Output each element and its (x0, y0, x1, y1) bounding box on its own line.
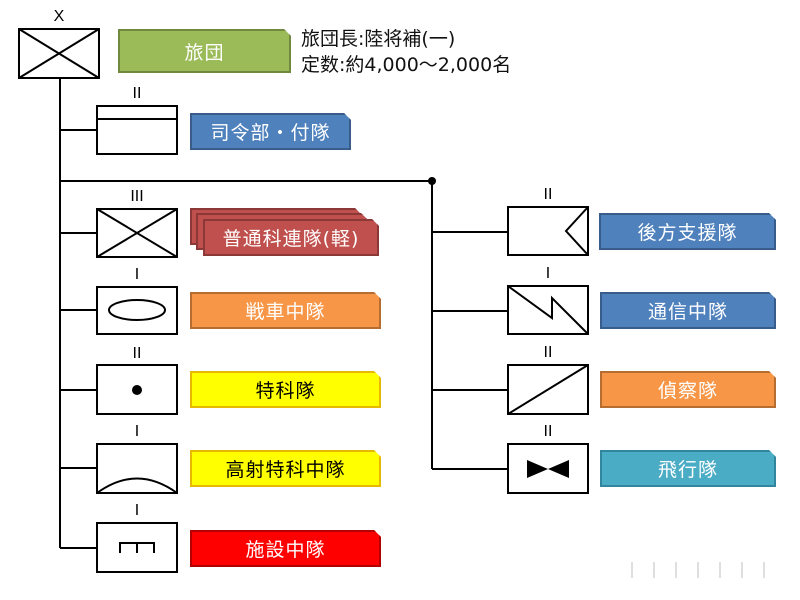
echelon-mark: II (132, 345, 142, 362)
unit-label-recon: 偵察隊 (600, 371, 776, 408)
watermark (617, 562, 782, 578)
echelon-mark-brigade: X (53, 8, 65, 25)
logistics-symbol-icon (507, 206, 589, 256)
unit-label-engineer: 施設中隊 (190, 530, 381, 567)
aviation-symbol-icon (507, 443, 589, 494)
unit-label-text: 普通科連隊(軽) (222, 228, 360, 250)
unit-label-tank: 戦車中隊 (190, 292, 381, 329)
unit-label-text: 戦車中隊 (245, 301, 326, 323)
engineer-symbol-icon (96, 522, 178, 573)
echelon-mark: II (543, 186, 553, 203)
brigade-strength: 定数:約4,000〜2,000名 (301, 54, 512, 76)
armor-symbol-icon (96, 286, 178, 335)
unit-label-signal: 通信中隊 (600, 292, 776, 329)
unit-label-text: 施設中隊 (245, 539, 326, 561)
unit-label-aa: 高射特科中隊 (190, 450, 381, 487)
infantry-symbol-icon (96, 208, 178, 258)
echelon-mark: III (130, 188, 144, 205)
echelon-mark: I (545, 265, 551, 282)
echelon-mark: I (134, 266, 140, 283)
unit-label-hq: 司令部・付隊 (190, 113, 351, 150)
unit-label-text: 通信中隊 (647, 301, 728, 323)
reconnaissance-symbol-icon (507, 364, 589, 415)
unit-label-text: 高射特科中隊 (225, 459, 346, 481)
brigade-info: 旅団長:陸将補(一) 定数:約4,000〜2,000名 (301, 26, 511, 78)
echelon-mark: II (543, 423, 553, 440)
air-defense-symbol-icon (96, 443, 178, 494)
unit-label-special: 特科隊 (190, 371, 381, 408)
artillery-symbol-icon (96, 364, 178, 415)
unit-label-text: 司令部・付隊 (210, 122, 331, 144)
unit-label-text: 特科隊 (255, 380, 316, 402)
unit-label-text: 飛行隊 (657, 459, 718, 481)
headquarters-symbol-icon (96, 105, 178, 155)
unit-label-aviation: 飛行隊 (600, 450, 776, 487)
echelon-mark: II (132, 85, 142, 102)
unit-label-logistics: 後方支援隊 (599, 213, 776, 250)
echelon-mark: II (543, 344, 553, 361)
junction-dot (428, 177, 436, 185)
brigade-commander: 旅団長:陸将補(一) (301, 28, 456, 50)
brigade-label-text: 旅団 (184, 41, 225, 64)
echelon-mark: I (134, 423, 140, 440)
brigade-label: 旅団 (118, 29, 291, 73)
unit-label-text: 偵察隊 (657, 380, 718, 402)
unit-label-infantry: 普通科連隊(軽) (203, 219, 379, 256)
signal-symbol-icon (507, 285, 589, 335)
unit-label-text: 後方支援隊 (637, 222, 738, 244)
echelon-mark: I (134, 502, 140, 519)
brigade-symbol-icon (18, 28, 100, 79)
